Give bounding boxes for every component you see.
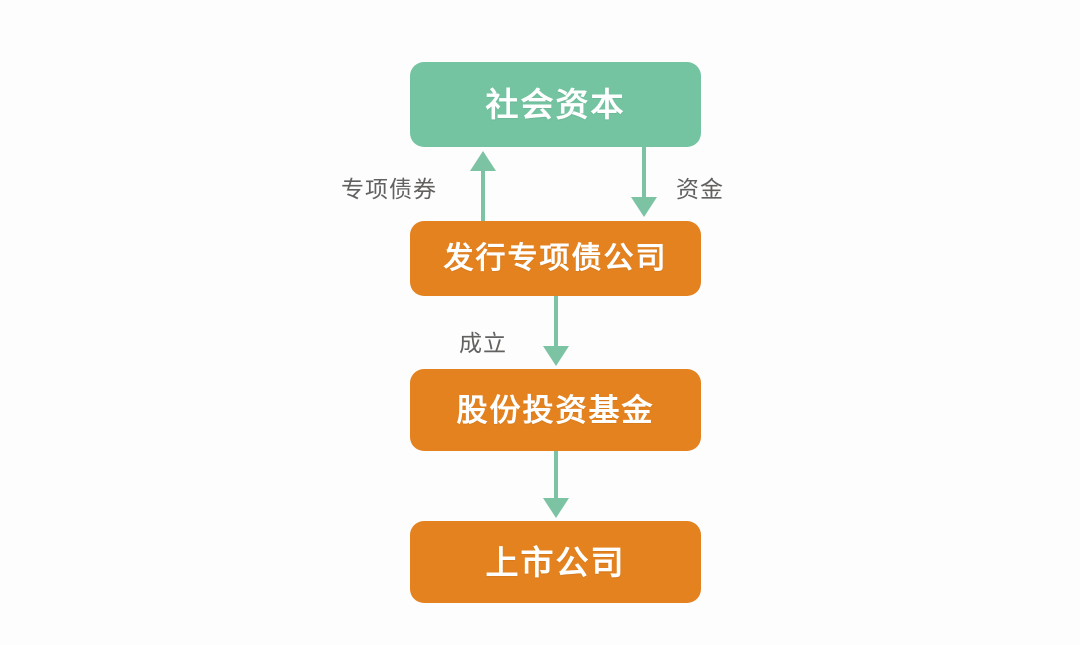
- node-equity-fund[interactable]: 股份投资基金: [410, 369, 701, 451]
- arrow-funds-down: [623, 146, 665, 222]
- node-bond-issuer[interactable]: 发行专项债公司: [410, 221, 701, 296]
- node-bond-issuer-label: 发行专项债公司: [443, 241, 668, 275]
- node-equity-fund-label: 股份投资基金: [456, 392, 655, 428]
- arrow-establish-down: [535, 296, 577, 370]
- node-social-capital[interactable]: 社会资本: [410, 62, 701, 147]
- node-social-capital-label: 社会资本: [485, 86, 626, 123]
- edge-label-funds: 资金: [676, 176, 724, 202]
- node-listed-company-label: 上市公司: [485, 543, 626, 581]
- arrow-invest-down: [535, 451, 577, 522]
- node-listed-company[interactable]: 上市公司: [410, 521, 701, 603]
- edge-label-bond: 专项债券: [341, 176, 437, 202]
- arrow-bond-up: [462, 146, 504, 222]
- edge-label-establish: 成立: [459, 330, 507, 356]
